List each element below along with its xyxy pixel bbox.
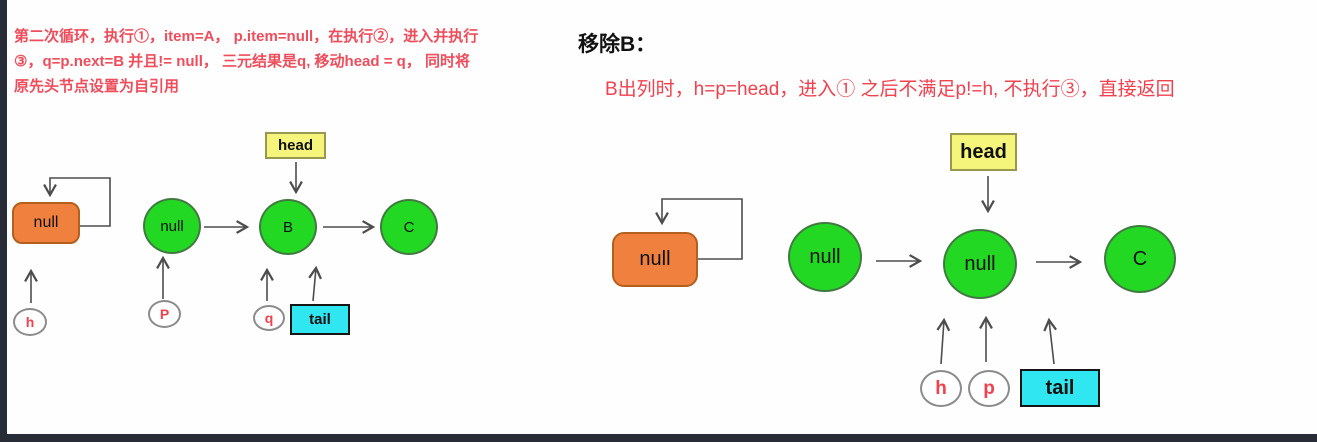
arrow-h-up-right — [936, 317, 951, 365]
node-null-left: null — [143, 198, 201, 254]
pointer-h-right: h — [920, 370, 962, 407]
screen-edge-bottom — [0, 434, 1317, 442]
left-note-text: 第二次循环，执行①，item=A， p.item=null，在执行②，进入并执行… — [14, 24, 566, 99]
left-note-line-2: ③，q=p.next=B 并且!= null， 三元结果是q, 移动head =… — [14, 53, 470, 70]
head-box-left: head — [265, 132, 326, 159]
left-note-line-1: 第二次循环，执行①，item=A， p.item=null，在执行②，进入并执行 — [14, 28, 479, 45]
node-null2-right: null — [943, 229, 1017, 299]
arrow-tail-up-right — [1043, 317, 1057, 365]
pointer-p-left: P — [148, 300, 181, 328]
arrow-tail-up-left — [308, 265, 322, 302]
pointer-q-left: q — [253, 305, 285, 331]
node-b-left: B — [259, 199, 317, 255]
node-c-left: C — [380, 199, 438, 255]
pointer-h-left: h — [13, 308, 47, 336]
right-title: 移除B： — [578, 33, 657, 56]
tail-box-left: tail — [290, 304, 350, 335]
tail-box-right: tail — [1020, 369, 1100, 407]
pointer-p-right: p — [968, 370, 1010, 407]
sentinel-node-right: null — [612, 232, 698, 287]
screen-edge-left — [0, 0, 7, 442]
node-null1-right: null — [788, 222, 862, 292]
node-c-right: C — [1104, 225, 1176, 293]
head-box-right: head — [950, 133, 1017, 171]
left-note-line-3: 原先头节点设置为自引用 — [14, 78, 180, 95]
sentinel-node-left: null — [12, 202, 80, 244]
right-note-text: B出列时，h=p=head，进入① 之后不满足p!=h, 不执行③，直接返回 — [605, 79, 1175, 100]
